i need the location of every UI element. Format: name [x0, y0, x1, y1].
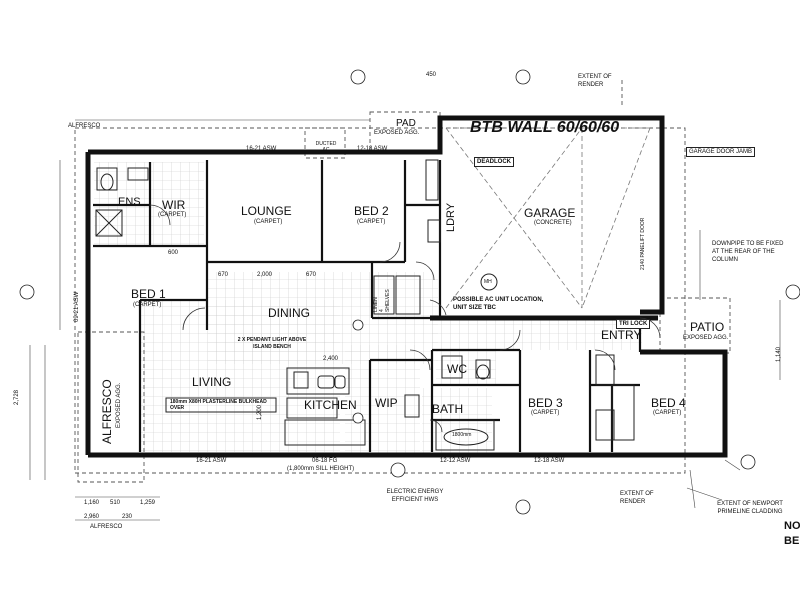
dim-1259: 1,259: [140, 500, 156, 506]
slab-outlines: [74, 80, 731, 483]
room-bed3-floor: (CARPET): [531, 410, 560, 416]
dim-670a: 670: [218, 272, 229, 278]
dim-bot-asw-2: 12-12 ASW: [440, 458, 471, 464]
room-lounge-floor: (CARPET): [254, 219, 283, 225]
title-btb-wall: BTB WALL 60/60/60: [470, 119, 620, 136]
room-bed2-floor: (CARPET): [357, 219, 386, 225]
room-patio-floor: EXPOSED AGG.: [683, 335, 729, 341]
dim-top-asw-left: 16-21 ASW: [246, 146, 277, 152]
room-living: LIVING: [192, 375, 232, 389]
room-bed4: BED 4: [651, 396, 686, 410]
garage-diagonals: [445, 127, 651, 309]
dim-2000: 2,000: [257, 272, 273, 278]
note-extent-render-top: EXTENT OF RENDER: [578, 74, 612, 88]
dim-230: 230: [122, 514, 133, 520]
manhole-marker: MH: [484, 279, 492, 285]
dim-alfresco-bot: ALFRESCO: [90, 524, 123, 530]
note-panel-lift: 2140 PANELIFT DOOR: [640, 217, 646, 270]
room-bed1: BED 1: [131, 287, 166, 301]
note-extent-newport: EXTENT OF NEWPORT PRIMELINE CLADDING: [717, 501, 783, 515]
fixtures: [95, 159, 635, 451]
edge-text-bottom: BE: [784, 535, 800, 547]
dim-bot-asw-1: 16-21 ASW: [196, 458, 227, 464]
grid-markers: [19, 69, 800, 515]
room-patio: PATIO: [690, 320, 725, 334]
room-bed2: BED 2: [354, 204, 389, 218]
note-pendant: 2 X PENDANT LIGHT ABOVE ISLAND BENCH: [237, 337, 307, 350]
dim-510: 510: [110, 500, 121, 506]
note-ducted: DUCTED AC: [315, 141, 337, 153]
room-lounge: LOUNGE: [241, 204, 292, 218]
internal-walls: [93, 160, 642, 452]
room-bed4-floor: (CARPET): [653, 410, 682, 416]
room-garage: GARAGE: [524, 206, 576, 220]
room-alfresco-floor: EXPOSED AGG.: [116, 382, 122, 428]
note-bulkhead: 180mm X80H PLASTERLINE BULKHEAD OVER: [170, 399, 267, 411]
note-tri-lock: TRI LOCK: [616, 319, 651, 329]
note-downpipe: DOWNPIPE TO BE FIXED AT THE REAR OF THE …: [712, 241, 784, 263]
note-linen: LINEN 4 SHELVES: [373, 289, 391, 312]
room-garage-floor: (CONCRETE): [534, 220, 572, 226]
dim-bot-asw-3: 12-18 ASW: [534, 458, 565, 464]
dim-1140: 1,140: [776, 346, 782, 362]
dim-left-asw: 09-21 ASW: [74, 291, 80, 322]
dim-1200: 1,200: [257, 404, 263, 420]
room-kitchen: KITCHEN: [304, 398, 357, 412]
door-swings: [149, 204, 661, 433]
dim-2728: 2,728: [14, 389, 20, 405]
external-walls: [85, 115, 728, 458]
edge-text-top: NO: [784, 520, 800, 532]
dim-600: 600: [168, 250, 179, 256]
dim-alfresco-top: ALFRESCO: [68, 123, 101, 129]
note-deadlock: DEADLOCK: [474, 157, 514, 167]
dim-2400: 2,400: [323, 356, 339, 362]
room-lndry: LDRY: [445, 202, 457, 232]
note-ac-unit: POSSIBLE AC UNIT LOCATION, UNIT SIZE TBC: [453, 297, 544, 311]
room-pad: PAD: [396, 118, 416, 129]
room-bed1-floor: (CARPET): [133, 302, 162, 308]
note-sill: (1,800mm SILL HEIGHT): [287, 466, 355, 472]
room-alfresco: ALFRESCO: [100, 379, 114, 444]
room-pad-floor: EXPOSED AGG.: [374, 130, 420, 136]
dimension-lines: [29, 119, 781, 521]
room-wc: WC: [447, 362, 467, 376]
dim-670b: 670: [306, 272, 317, 278]
room-ens: ENS: [118, 196, 141, 208]
dim-450: 450: [426, 72, 437, 78]
room-wip: WIP: [375, 396, 398, 410]
dim-top-asw-right: 12-18 ASW: [357, 146, 388, 152]
room-entry: ENTRY: [601, 328, 642, 342]
note-garage-door-jamb: GARAGE DOOR JAMB: [686, 147, 756, 157]
note-extent-render-bottom: EXTENT OF RENDER: [620, 491, 654, 505]
room-wir: WIR: [162, 198, 186, 212]
dim-bot-fg: 06-18 FG: [312, 458, 338, 464]
room-wir-floor: (CARPET): [158, 212, 187, 218]
room-dining: DINING: [268, 306, 310, 320]
dim-1160: 1,160: [84, 500, 100, 506]
dim-1800: 1800mm: [452, 432, 472, 438]
note-electric: ELECTRIC ENERGY EFFICIENT HWS: [386, 489, 444, 503]
room-bath: BATH: [432, 402, 464, 416]
room-bed3: BED 3: [528, 396, 563, 410]
dim-2960: 2,960: [84, 514, 100, 520]
